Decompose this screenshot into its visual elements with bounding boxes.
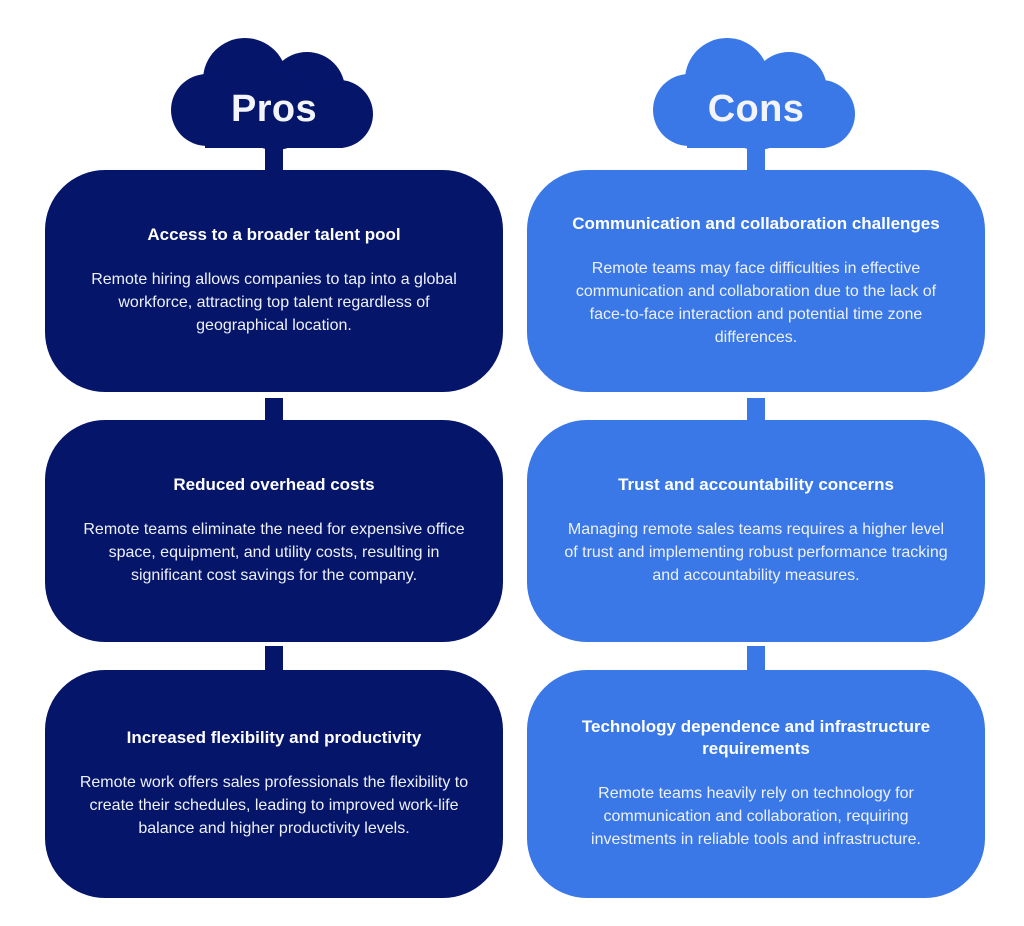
pros-card-3-title: Increased flexibility and productivity (126, 728, 422, 748)
cons-card-3-body: Remote teams heavily rely on technology … (591, 784, 921, 849)
pros-card-1-body: Remote hiring allows companies to tap in… (91, 271, 457, 335)
cons-card-3-title: Technology dependence and infrastructure… (581, 717, 931, 759)
cloud-icon (653, 38, 855, 150)
pros-card-1-title: Access to a broader talent pool (147, 225, 401, 245)
pros-card-3-body: Remote work offers sales professionals t… (79, 774, 469, 838)
pros-card-1[interactable]: Access to a broader talent pool Remote h… (45, 170, 503, 392)
cons-card-2[interactable]: Trust and accountability concerns Managi… (527, 420, 985, 642)
cons-card-1-title: Communication and collaboration challeng… (572, 213, 940, 233)
pros-column: Pros Access to a broader talent pool Rem… (45, 0, 503, 926)
pros-card-2[interactable]: Reduced overhead costs Remote teams elim… (45, 420, 503, 642)
pros-card-3[interactable]: Increased flexibility and productivity R… (45, 670, 503, 898)
pros-card-2-body: Remote teams eliminate the need for expe… (83, 521, 465, 585)
pros-card-2-title: Reduced overhead costs (173, 475, 375, 495)
cons-card-2-title: Trust and accountability concerns (618, 475, 894, 495)
cons-stem-header (747, 138, 765, 176)
cons-column: Cons Communication and collaboration cha… (527, 0, 985, 926)
cons-cloud-header: Cons (527, 38, 985, 158)
cons-card-3[interactable]: Technology dependence and infrastructure… (527, 670, 985, 898)
cons-header-label: Cons (707, 88, 805, 130)
cons-card-1-body: Remote teams may face difficulties in ef… (575, 259, 937, 347)
pros-stem-header (265, 138, 283, 176)
cons-card-1[interactable]: Communication and collaboration challeng… (527, 170, 985, 392)
pros-header-label: Pros (230, 88, 318, 130)
cons-card-2-body: Managing remote sales teams requires a h… (564, 521, 948, 585)
